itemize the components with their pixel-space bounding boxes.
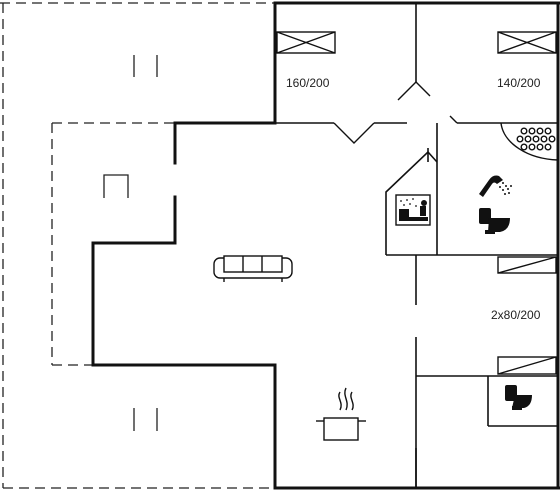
terrace-icon	[103, 174, 129, 198]
exterior-walls	[91, 1, 560, 490]
double-bed-icon	[497, 31, 557, 54]
door-swings	[333, 81, 458, 144]
bed-size-label-bedroom-2: 140/200	[497, 76, 541, 90]
double-bed-icon	[276, 31, 336, 54]
cooking-pot-icon	[316, 387, 366, 441]
twin-bed-icon	[497, 256, 557, 375]
shower-icon	[479, 175, 512, 197]
terrace-icon	[133, 408, 158, 431]
terrace-outlines	[0, 2, 275, 489]
sofa-icon	[213, 255, 293, 282]
bed-size-label-bedroom-3: 2x80/200	[491, 308, 541, 322]
toilet-icon	[479, 208, 510, 234]
bed-size-label-bedroom-1: 160/200	[286, 76, 330, 90]
whirlpool-tub-icon	[500, 122, 559, 161]
sauna-icon	[395, 194, 431, 226]
terrace-icon	[133, 55, 158, 77]
toilet-icon	[505, 385, 532, 410]
interior-walls	[275, 3, 558, 488]
sauna-cabin-walls	[385, 148, 438, 255]
